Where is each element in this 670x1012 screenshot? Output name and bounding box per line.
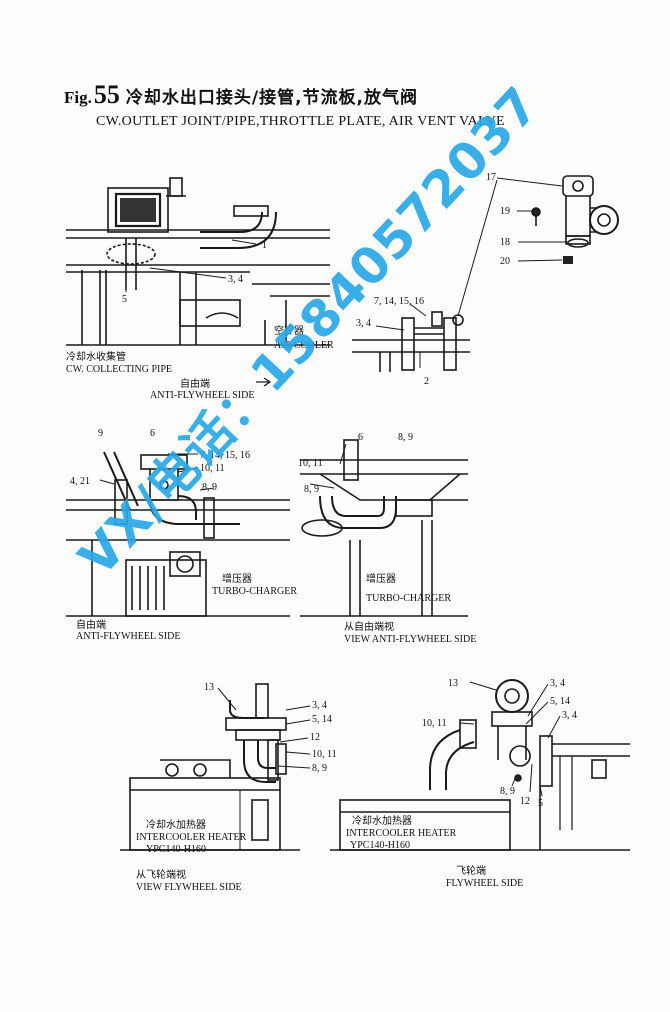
label-anti-flywheel-en: ANTI-FLYWHEEL SIDE <box>150 390 254 401</box>
callout-19: 19 <box>500 206 510 217</box>
callout-8-9: 8, 9 <box>202 482 217 493</box>
callout-5: 5 <box>538 798 543 809</box>
callout-2: 2 <box>424 376 429 387</box>
callout-20: 20 <box>500 256 510 267</box>
callout-8-9: 8, 9 <box>304 484 319 495</box>
label-model: YPC140-H160 <box>350 840 410 851</box>
callout-3-4: 3, 4 <box>562 710 577 721</box>
label-anti-flywheel-cn: 自由端 <box>76 618 106 631</box>
callout-5-14: 5, 14 <box>550 696 570 707</box>
figure-number: 55 <box>93 80 120 109</box>
callout-10-11: 10, 11 <box>312 749 337 760</box>
figure-title: Fig. 55 冷却水出口接头/接管,节流板,放气阀 <box>64 80 418 110</box>
label-cw-collecting-en: CW. COLLECTING PIPE <box>66 364 172 375</box>
label-view-flywheel-en: VIEW FLYWHEEL SIDE <box>136 882 242 893</box>
drawing-air-vent-valve <box>352 175 619 372</box>
callout-10-11: 10, 11 <box>200 463 225 474</box>
label-anti-flywheel-en: ANTI-FLYWHEEL SIDE <box>76 631 180 642</box>
label-model: YPC140-H160 <box>146 844 206 855</box>
callout-8-9: 8, 9 <box>398 432 413 443</box>
drawing-turbocharger-view-anti-flywheel <box>300 439 468 617</box>
label-anti-flywheel-cn: 自由端 <box>180 377 210 390</box>
label-intercooler-cn: 冷却水加热器 <box>146 818 206 831</box>
callout-3-4: 3, 4 <box>312 700 327 711</box>
label-cw-collecting-cn: 冷却水收集管 <box>66 350 126 363</box>
callout-8-9: 8, 9 <box>312 763 327 774</box>
callout-7-14-15-16: 7, 14, 15, 16 <box>374 296 424 307</box>
drawing-intercooler-flywheel-side <box>330 679 630 851</box>
drawing-cw-collecting-pipe <box>66 177 330 387</box>
callout-6: 6 <box>150 428 155 439</box>
label-view-anti-flywheel-en: VIEW ANTI-FLYWHEEL SIDE <box>344 634 476 645</box>
label-flywheel-cn: 飞轮端 <box>456 864 486 877</box>
callout-17: 17 <box>486 172 496 183</box>
callout-4-21: 4, 21 <box>70 476 90 487</box>
callout-7-14-15-16: 7, 14, 15, 16 <box>200 450 250 461</box>
label-flywheel-en: FLYWHEEL SIDE <box>446 878 523 889</box>
callout-5: 5 <box>122 294 127 305</box>
callout-9: 9 <box>98 428 103 439</box>
drawing-turbocharger-anti-flywheel <box>66 451 290 617</box>
callout-6: 6 <box>358 432 363 443</box>
callout-3-4: 3, 4 <box>356 318 371 329</box>
label-turbo-en: TURBO-CHARGER <box>366 593 451 604</box>
callout-18: 18 <box>500 237 510 248</box>
figure-prefix: Fig. <box>64 88 92 107</box>
drawing-intercooler-view-flywheel <box>120 683 311 851</box>
callout-1: 1 <box>262 240 267 251</box>
callout-3-4: 3, 4 <box>228 274 243 285</box>
label-air-cooler-cn: 空冷器 <box>274 324 304 337</box>
callout-12: 12 <box>310 732 320 743</box>
label-intercooler-en: INTERCOOLER HEATER <box>346 828 457 839</box>
label-turbo-cn: 增压器 <box>222 572 252 585</box>
label-view-flywheel-cn: 从飞轮端视 <box>136 868 186 881</box>
label-intercooler-en: INTERCOOLER HEATER <box>136 832 247 843</box>
label-turbo-en: TURBO-CHARGER <box>212 586 297 597</box>
callout-10-11: 10, 11 <box>298 458 323 469</box>
label-intercooler-cn: 冷却水加热器 <box>352 814 412 827</box>
callout-3-4: 3, 4 <box>550 678 565 689</box>
callout-13: 13 <box>204 682 214 693</box>
callout-13: 13 <box>448 678 458 689</box>
callout-5-14: 5, 14 <box>312 714 332 725</box>
label-turbo-cn: 增压器 <box>366 572 396 585</box>
callout-10-11: 10, 11 <box>422 718 447 729</box>
figure-title-chinese: 冷却水出口接头/接管,节流板,放气阀 <box>125 88 418 108</box>
figure-title-english: CW.OUTLET JOINT/PIPE,THROTTLE PLATE, AIR… <box>96 114 505 129</box>
callout-12: 12 <box>520 796 530 807</box>
label-air-cooler-en: AIR COOLER <box>274 340 334 351</box>
callout-8-9: 8, 9 <box>500 786 515 797</box>
label-view-anti-flywheel-cn: 从自由端视 <box>344 620 394 633</box>
